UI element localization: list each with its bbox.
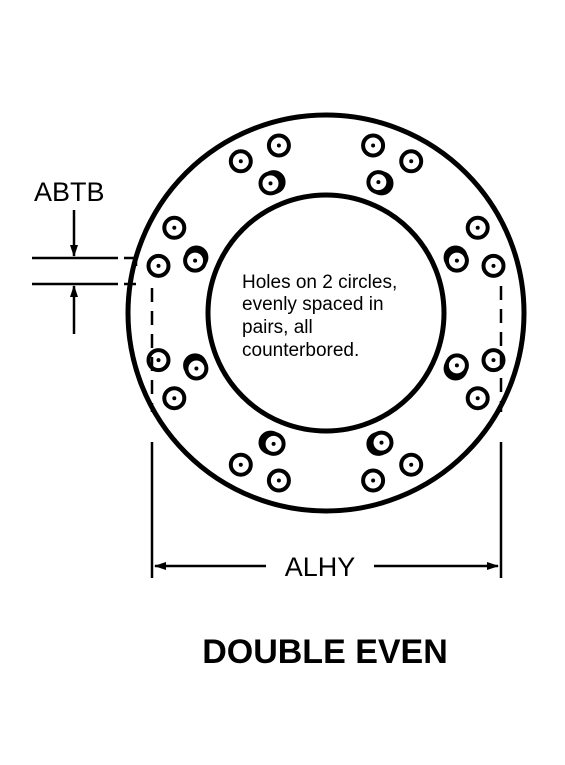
through-hole-center [172, 225, 177, 230]
bolt-circle-dimension: ALHY [150, 286, 503, 582]
through-hole-center [276, 143, 281, 148]
counterbored-holes [146, 133, 506, 493]
through-hole-center [454, 258, 459, 263]
note-line-4: counterbored. [242, 340, 359, 361]
thickness-extension-dash-top [124, 256, 138, 266]
through-hole-center [193, 258, 198, 263]
through-hole-center [276, 478, 281, 483]
through-hole-center [268, 181, 273, 186]
through-hole-center [475, 225, 480, 230]
thickness-dimension-label: ABTB [34, 177, 105, 207]
through-hole-center [454, 363, 459, 368]
through-hole-center [371, 143, 376, 148]
through-hole-center [371, 478, 376, 483]
through-hole-center [379, 440, 384, 445]
hole-pattern-note: Holes on 2 circles, evenly spaced in pai… [242, 272, 397, 361]
bolt-circle-dimension-label: ALHY [285, 552, 356, 582]
through-hole-center [194, 366, 199, 371]
through-hole-center [238, 159, 243, 164]
flange-inner-bore [205, 192, 447, 434]
through-hole-center [376, 180, 381, 185]
through-hole-center [475, 396, 480, 401]
through-hole-center [409, 462, 414, 467]
flange-outer-edge [125, 112, 527, 514]
through-hole-center [172, 396, 177, 401]
diagram-title: DOUBLE EVEN [202, 633, 448, 671]
thickness-dimension: ABTB [32, 177, 138, 334]
through-hole-center [491, 358, 496, 363]
note-line-2: evenly spaced in [242, 294, 384, 315]
through-hole-center [238, 462, 243, 467]
through-hole-center [156, 358, 161, 363]
through-hole-center [271, 441, 276, 446]
note-line-1: Holes on 2 circles, [242, 272, 397, 293]
through-hole-center [409, 159, 414, 164]
note-line-3: pairs, all [242, 317, 313, 338]
through-hole-center [156, 263, 161, 268]
through-hole-center [491, 263, 496, 268]
